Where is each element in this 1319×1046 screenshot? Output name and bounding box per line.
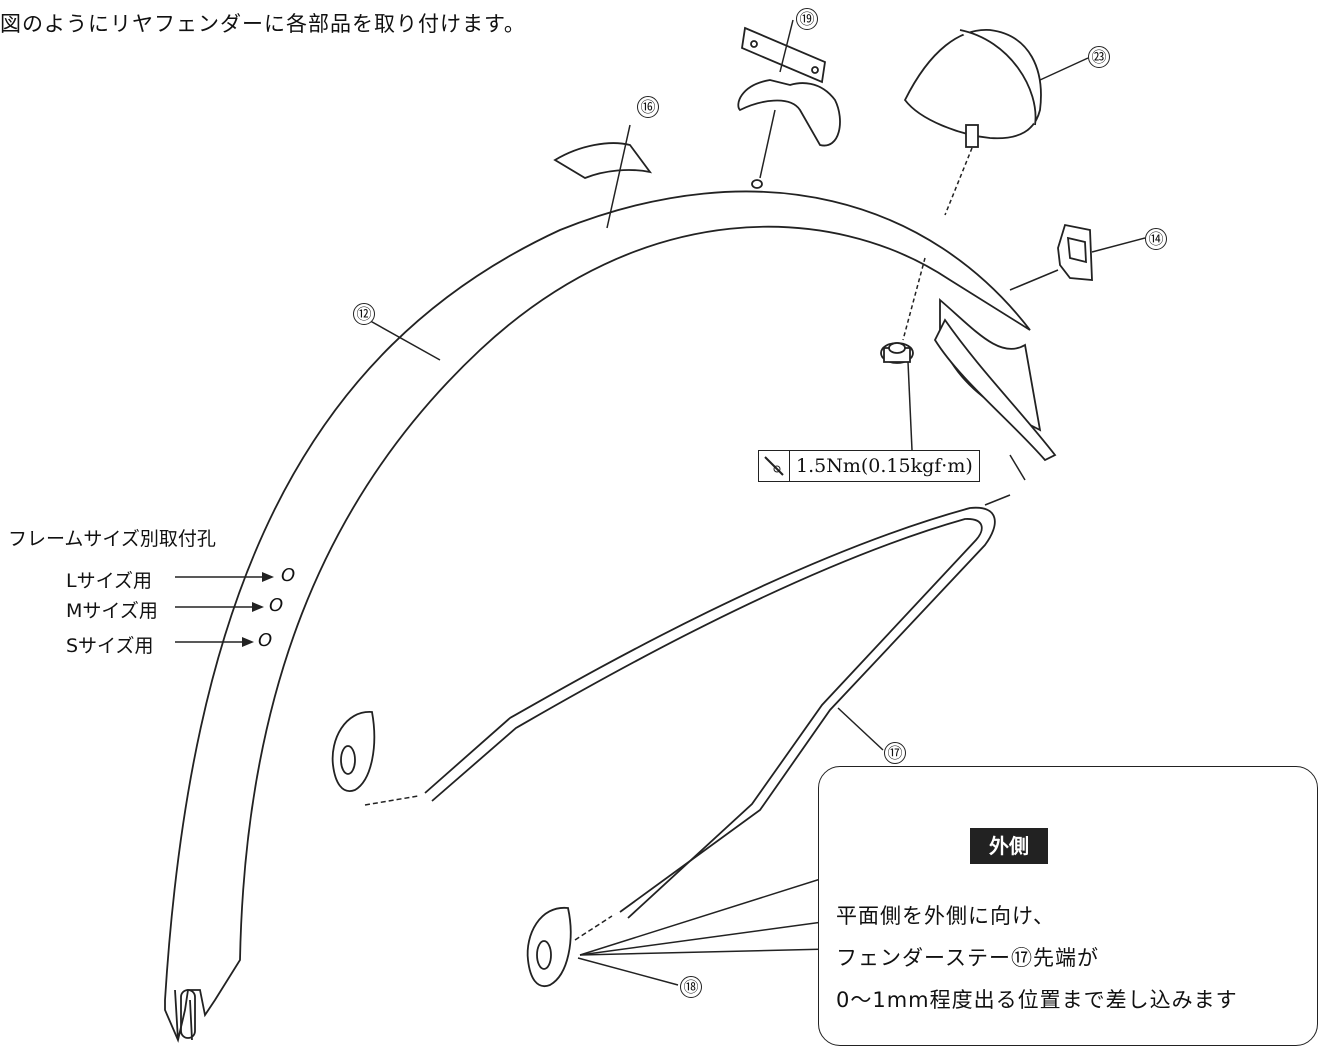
- callout-line-2: フェンダーステー⑰先端が: [836, 946, 1099, 970]
- hole-arrowheads: [242, 572, 274, 647]
- reflector-part: [903, 29, 1042, 148]
- clip-part: [1057, 223, 1093, 281]
- outer-side-badge: 外側: [970, 828, 1048, 864]
- instruction-text: 図のようにリヤフェンダーに各部品を取り付けます。: [0, 12, 526, 36]
- part-number-fender: ⑫: [353, 303, 375, 325]
- callout-line-1: 平面側を外側に向け、: [836, 904, 1055, 928]
- part-number-sticker: ⑯: [637, 96, 659, 118]
- mount-holes-title: フレームサイズ別取付孔: [8, 528, 216, 550]
- part-number-stay: ⑰: [884, 742, 906, 764]
- part-number-clip: ⑭: [1145, 228, 1167, 250]
- hole-mark-m: O: [269, 595, 284, 616]
- sticker-part: [553, 142, 653, 180]
- leader-lines: [175, 19, 1146, 986]
- stay-end-clip: [331, 711, 572, 987]
- hole-mark-s: O: [258, 630, 273, 651]
- part-number-reflector: ㉓: [1088, 46, 1110, 68]
- part-number-stay-end-clip: ⑱: [680, 976, 702, 998]
- part-number-bracket: ⑲: [796, 8, 818, 30]
- bracket-part: [737, 26, 841, 147]
- rear-fender: [164, 179, 1057, 1043]
- hole-label-l: Lサイズ用: [66, 570, 153, 592]
- nut-part: [880, 342, 914, 364]
- fender-stay: [424, 506, 996, 919]
- callout-line-3: 0〜1mm程度出る位置まで差し込みます: [836, 988, 1238, 1012]
- torque-spec: 1.5Nm(0.15kgf·m): [758, 450, 980, 482]
- installation-callout: [818, 766, 1318, 1046]
- torque-value: 1.5Nm(0.15kgf·m): [796, 455, 973, 477]
- hole-mark-l: O: [281, 565, 296, 586]
- hole-label-m: Mサイズ用: [66, 600, 158, 622]
- wrench-icon: [759, 451, 790, 481]
- hole-label-s: Sサイズ用: [66, 635, 154, 657]
